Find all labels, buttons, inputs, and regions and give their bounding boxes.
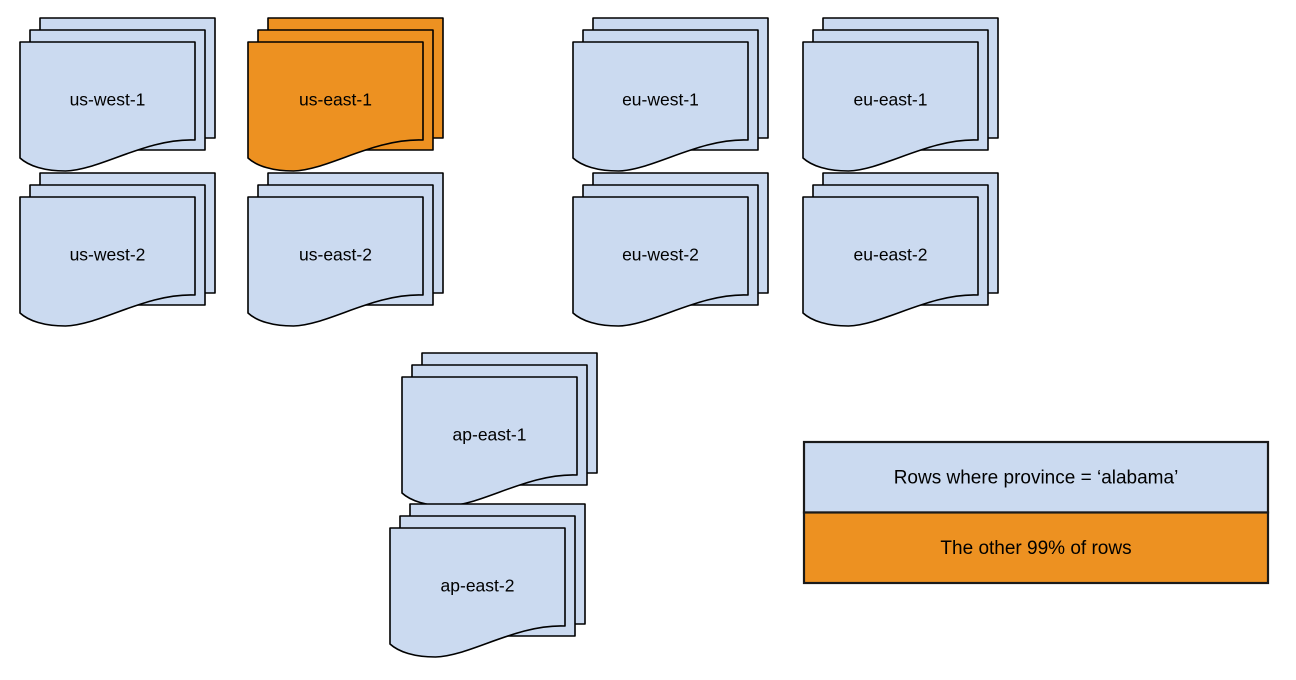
region-stack-label: us-east-2	[299, 245, 372, 265]
region-stack-front-sheet[interactable]	[19, 41, 196, 172]
region-stack-eu-west-1[interactable]: eu-west-1	[572, 17, 769, 172]
legend-swatch-2	[802, 511, 1270, 585]
region-stack-us-east-2[interactable]: us-east-2	[247, 172, 444, 327]
legend-swatch-1	[802, 440, 1270, 514]
legend-label-2: The other 99% of rows	[940, 538, 1131, 559]
region-stack-label: eu-west-2	[622, 245, 699, 265]
region-stack-front-sheet[interactable]	[247, 41, 424, 172]
legend-group: Rows where province = ‘alabama’ The other…	[802, 440, 1270, 585]
region-stack-us-west-1[interactable]: us-west-1	[19, 17, 216, 172]
region-stack-front-sheet[interactable]	[802, 196, 979, 327]
region-stack-label: eu-west-1	[622, 90, 699, 110]
region-stack-label: eu-east-2	[854, 245, 928, 265]
region-stack-label: eu-east-1	[854, 90, 928, 110]
region-stack-label: us-west-2	[70, 245, 146, 265]
legend-label-1: Rows where province = ‘alabama’	[894, 467, 1179, 488]
region-stack-label: ap-east-2	[441, 576, 515, 596]
region-stack-label: us-east-1	[299, 90, 372, 110]
region-stack-us-west-2[interactable]: us-west-2	[19, 172, 216, 327]
region-stack-eu-east-1[interactable]: eu-east-1	[802, 17, 999, 172]
region-stack-label: ap-east-1	[453, 425, 527, 445]
region-stack-front-sheet[interactable]	[572, 41, 749, 172]
region-stack-eu-west-2[interactable]: eu-west-2	[572, 172, 769, 327]
region-stack-front-sheet[interactable]	[19, 196, 196, 327]
region-stack-front-sheet[interactable]	[247, 196, 424, 327]
region-stack-eu-east-2[interactable]: eu-east-2	[802, 172, 999, 327]
region-stack-us-east-1[interactable]: us-east-1	[247, 17, 444, 172]
region-stacks-group: us-west-1 us-east-1 eu-west-1 eu-east-1 us-w…	[19, 17, 999, 658]
region-stack-ap-east-2[interactable]: ap-east-2	[389, 503, 586, 658]
region-stack-front-sheet[interactable]	[389, 527, 566, 658]
region-stack-ap-east-1[interactable]: ap-east-1	[401, 352, 598, 507]
region-stack-label: us-west-1	[70, 90, 146, 110]
region-stack-front-sheet[interactable]	[802, 41, 979, 172]
region-stack-front-sheet[interactable]	[572, 196, 749, 327]
